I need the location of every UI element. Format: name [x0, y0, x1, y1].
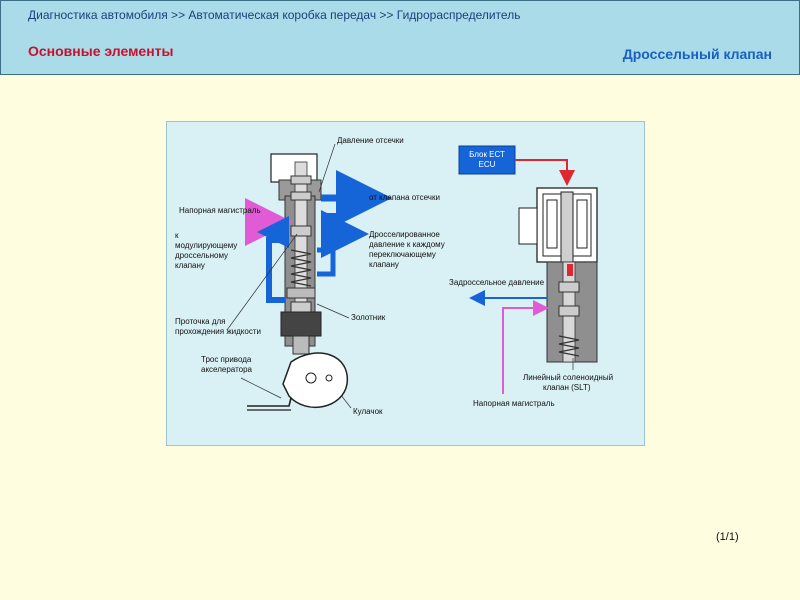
supply-arrow [502, 300, 549, 394]
ecu-box [458, 145, 516, 175]
slt-solenoid: Блок ЕСТ ECU [458, 145, 598, 394]
label-groove-2: прохождения жидкости [175, 327, 261, 336]
return-pipe-right [317, 247, 336, 277]
label-groove-1: Проточка для [175, 317, 226, 326]
page-indicator: (1/1) [716, 531, 739, 543]
label-slt-1: Линейный соленоидный [523, 373, 613, 382]
header-bar: Диагностика автомобиля >> Автоматическая… [0, 0, 800, 75]
left-valve [226, 143, 392, 411]
label-pressure-line-right: Напорная магистраль [473, 399, 555, 408]
label-throttled-3: переключающему [369, 250, 436, 259]
label-to-modulating-4: клапану [175, 261, 205, 270]
label-pressure-line-left: Напорная магистраль [179, 206, 261, 215]
label-from-cutoff-valve: от клапана отсечки [369, 193, 440, 202]
topic-title: Дроссельный клапан [622, 46, 772, 62]
spring [290, 249, 312, 287]
label-throttled-1: Дросселированное [369, 230, 440, 239]
label-throttled-4: клапану [369, 260, 399, 269]
label-spool: Золотник [351, 313, 386, 322]
label-ecu-2: ECU [479, 160, 496, 169]
diagram-panel: Давление отсечки Напорная магистраль от … [166, 121, 645, 446]
label-cable-2: акселератора [201, 365, 253, 374]
accelerator-cable [247, 397, 292, 407]
slt-spring [558, 335, 580, 357]
label-ecu-1: Блок ЕСТ [469, 150, 505, 159]
label-throttled-2: давление к каждому [369, 240, 445, 249]
label-cam: Кулачок [353, 407, 383, 416]
throttled-pipe [321, 202, 369, 258]
label-cable-1: Трос привода [201, 355, 252, 364]
ecu-signal-arrow [515, 159, 575, 186]
connector [518, 207, 538, 245]
return-pipe [266, 237, 285, 303]
section-title: Основные элементы [28, 43, 174, 59]
label-slt-2: клапан (SLT) [543, 383, 591, 392]
throttle-valve-diagram: Давление отсечки Напорная магистраль от … [175, 136, 613, 416]
breadcrumb[interactable]: Диагностика автомобиля >> Автоматическая… [28, 8, 521, 22]
label-to-modulating-2: модулирующему [175, 241, 237, 250]
label-throttle-pressure: Задроссельное давление [449, 278, 545, 287]
label-to-modulating-3: дроссельному [175, 251, 228, 260]
label-cutoff-pressure: Давление отсечки [337, 136, 404, 145]
label-to-modulating-1: к [175, 231, 179, 240]
